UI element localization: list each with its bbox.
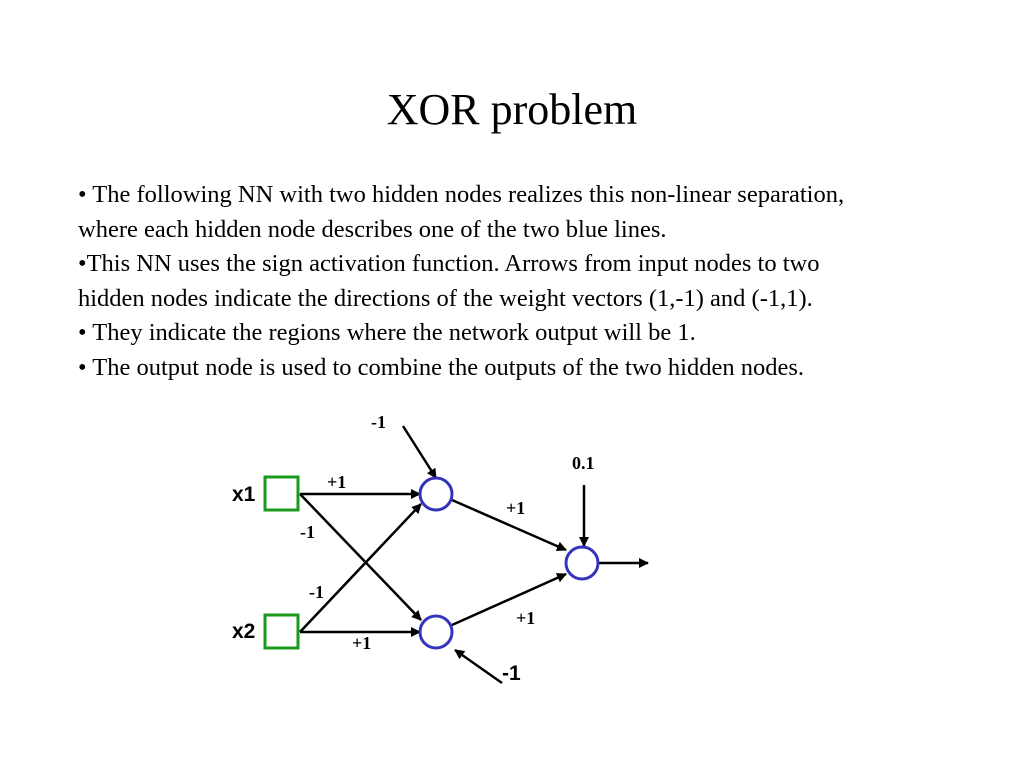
bias-label-out: 0.1 (572, 453, 595, 473)
bullet-line: •This NN uses the sign activation functi… (78, 250, 820, 277)
bias-arrow-h2 (454, 648, 503, 685)
hidden-node-2 (418, 614, 454, 650)
bullet-list: • The following NN with two hidden nodes… (78, 178, 998, 385)
output-node (564, 545, 600, 581)
edge-x2-h1 (299, 503, 422, 633)
edge-h1-out (451, 498, 567, 552)
weight-label-h2-out: +1 (516, 608, 535, 628)
weight-label-h1-out: +1 (506, 498, 525, 518)
bullet-line: • The following NN with two hidden nodes… (78, 181, 845, 208)
input-label-x2: x2 (232, 620, 255, 643)
bullet-line: hidden nodes indicate the directions of … (78, 284, 813, 312)
slide-title: XOR problem (386, 85, 638, 134)
weight-label-x2-h2: +1 (352, 633, 371, 653)
input-label-x1: x1 (232, 483, 256, 506)
input-node-x2 (263, 613, 300, 650)
bias-arrow-h1 (401, 425, 438, 479)
weight-label-x1-h2: -1 (300, 522, 315, 542)
weight-label-x2-h1: -1 (309, 582, 324, 602)
input-node-x1 (263, 475, 300, 512)
bullet-line: • They indicate the regions where the ne… (78, 319, 696, 346)
edge-x1-h2 (299, 493, 422, 621)
bullet-line: • The output node is used to combine the… (78, 353, 805, 381)
bias-label-h2: -1 (502, 662, 521, 685)
hidden-node-1 (418, 476, 454, 512)
bias-label-h1: -1 (371, 412, 386, 432)
bullet-line: where each hidden node describes one of … (78, 215, 667, 243)
edge-h2-out (451, 572, 567, 627)
weight-label-x1-h1: +1 (327, 472, 346, 492)
